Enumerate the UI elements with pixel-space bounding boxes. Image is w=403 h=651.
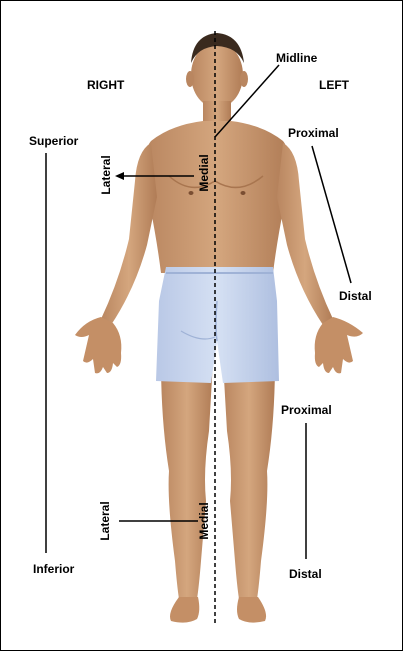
- label-superior: Superior: [29, 134, 79, 148]
- label-distal-leg: Distal: [289, 567, 322, 581]
- label-proximal-leg: Proximal: [281, 403, 332, 417]
- midline-pointer: [214, 64, 280, 138]
- label-distal-arm: Distal: [339, 289, 372, 303]
- right-arm: [75, 143, 157, 374]
- label-medial-upper: Medial: [197, 154, 211, 192]
- label-midline: Midline: [276, 51, 318, 65]
- label-proximal-arm: Proximal: [288, 126, 339, 140]
- label-lateral-upper: Lateral: [99, 155, 113, 195]
- label-inferior: Inferior: [33, 562, 75, 576]
- arm-proximal-distal-line: [311, 145, 352, 284]
- label-right: RIGHT: [87, 78, 125, 92]
- shorts: [156, 267, 279, 383]
- label-left: LEFT: [319, 78, 349, 92]
- label-medial-lower: Medial: [197, 502, 211, 540]
- upper-lateral-arrow: [115, 172, 194, 180]
- torso: [145, 121, 289, 273]
- legs: [161, 361, 275, 623]
- left-arm: [277, 143, 363, 374]
- label-lateral-lower: Lateral: [98, 501, 112, 541]
- head: [186, 33, 248, 129]
